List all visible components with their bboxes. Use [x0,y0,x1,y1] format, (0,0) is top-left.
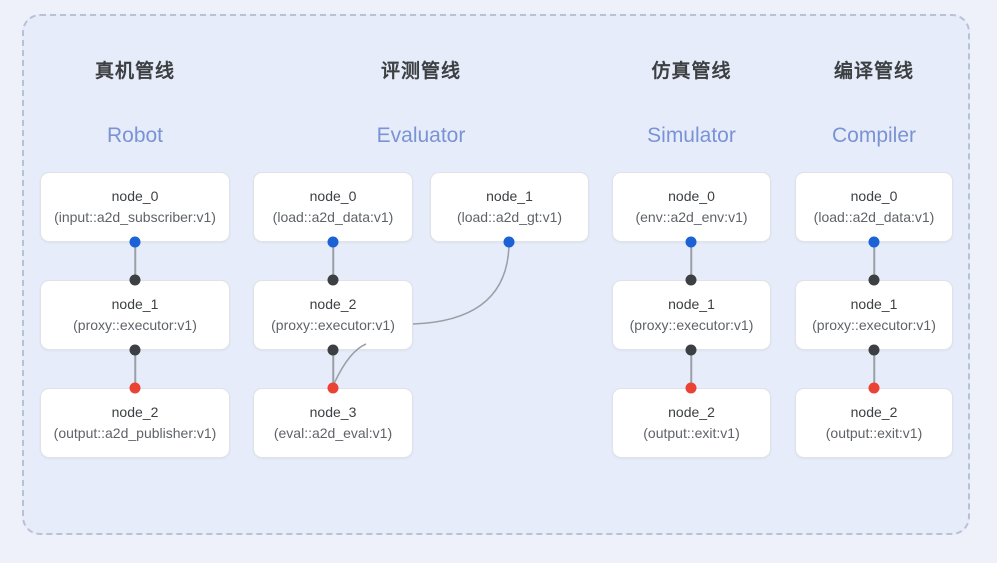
port-dot-input-black[interactable] [868,274,880,286]
node-id: node_1 [111,296,159,312]
node-kind: (output::exit:v1) [643,425,740,441]
column-title-en-robot: Robot [106,124,164,147]
node-id: node_1 [668,296,715,312]
column-title-cn-simulator: 仿真管线 [651,61,732,82]
edge-connector [134,242,136,280]
column-title-en-simulator: Simulator [647,124,736,147]
column-title-cn-robot: 真机管线 [94,61,175,82]
node-box[interactable]: node_0 (input::a2d_subscriber:v1) [40,172,230,242]
port-dot-input-black[interactable] [129,274,141,286]
node-id: node_0 [111,188,159,204]
node-id: node_2 [850,404,898,420]
port-dot-output-black[interactable] [129,344,141,356]
port-dot-output-blue[interactable] [503,236,515,248]
node-kind: (output::a2d_publisher:v1) [53,425,217,441]
node-kind: (env::a2d_env:v1) [635,209,748,225]
column-title-en-compiler: Compiler [831,124,917,147]
column-title-cn-compiler: 编译管线 [833,61,914,82]
node-box[interactable]: node_2 (output::exit:v1) [795,388,953,458]
node-kind: (eval::a2d_eval:v1) [273,425,393,441]
node-box[interactable]: node_2 (output::a2d_publisher:v1) [40,388,230,458]
node-id: node_2 [309,296,357,312]
node-box[interactable]: node_2 (output::exit:v1) [612,388,771,458]
node-kind: (proxy::executor:v1) [812,317,936,333]
node-kind: (load::a2d_data:v1) [272,209,394,225]
port-dot-output-blue[interactable] [129,236,141,248]
node-kind: (proxy::executor:v1) [271,317,395,333]
node-kind: (proxy::executor:v1) [629,317,754,333]
port-dot-output-blue[interactable] [327,236,339,248]
edge-connector [690,350,692,388]
port-dot-output-blue[interactable] [868,236,880,248]
node-id: node_1 [850,296,898,312]
node-box[interactable]: node_1 (load::a2d_gt:v1) [430,172,589,242]
node-kind: (input::a2d_subscriber:v1) [54,209,216,225]
node-kind: (load::a2d_gt:v1) [456,209,563,225]
edge-connector [332,242,334,280]
port-dot-input-red[interactable] [327,382,339,394]
node-kind: (load::a2d_data:v1) [813,209,935,225]
edge-connector [134,350,136,388]
port-dot-output-black[interactable] [685,344,697,356]
node-box[interactable]: node_1 (proxy::executor:v1) [795,280,953,350]
node-box[interactable]: node_0 (load::a2d_data:v1) [253,172,413,242]
column-title-cn-evaluator: 评测管线 [380,61,461,82]
node-id: node_1 [486,188,533,204]
port-dot-input-red[interactable] [868,382,880,394]
node-kind: (proxy::executor:v1) [73,317,197,333]
edge-connector [690,242,692,280]
column-title-en-evaluator: Evaluator [376,124,466,147]
node-box[interactable]: node_1 (proxy::executor:v1) [612,280,771,350]
port-dot-output-black[interactable] [327,344,339,356]
port-dot-input-black[interactable] [685,274,697,286]
edge-connector [873,350,875,388]
port-dot-output-blue[interactable] [685,236,697,248]
node-id: node_2 [111,404,159,420]
port-dot-input-red[interactable] [129,382,141,394]
node-box[interactable]: node_1 (proxy::executor:v1) [40,280,230,350]
node-id: node_0 [850,188,898,204]
node-id: node_0 [309,188,357,204]
node-box[interactable]: node_3 (eval::a2d_eval:v1) [253,388,413,458]
node-kind: (output::exit:v1) [825,425,923,441]
node-box[interactable]: node_0 (load::a2d_data:v1) [795,172,953,242]
port-dot-input-black[interactable] [327,274,339,286]
port-dot-input-red[interactable] [685,382,697,394]
node-id: node_0 [668,188,715,204]
node-id: node_2 [668,404,715,420]
edge-connector [873,242,875,280]
node-box[interactable]: node_0 (env::a2d_env:v1) [612,172,771,242]
node-id: node_3 [309,404,357,420]
node-box[interactable]: node_2 (proxy::executor:v1) [253,280,413,350]
port-dot-output-black[interactable] [868,344,880,356]
